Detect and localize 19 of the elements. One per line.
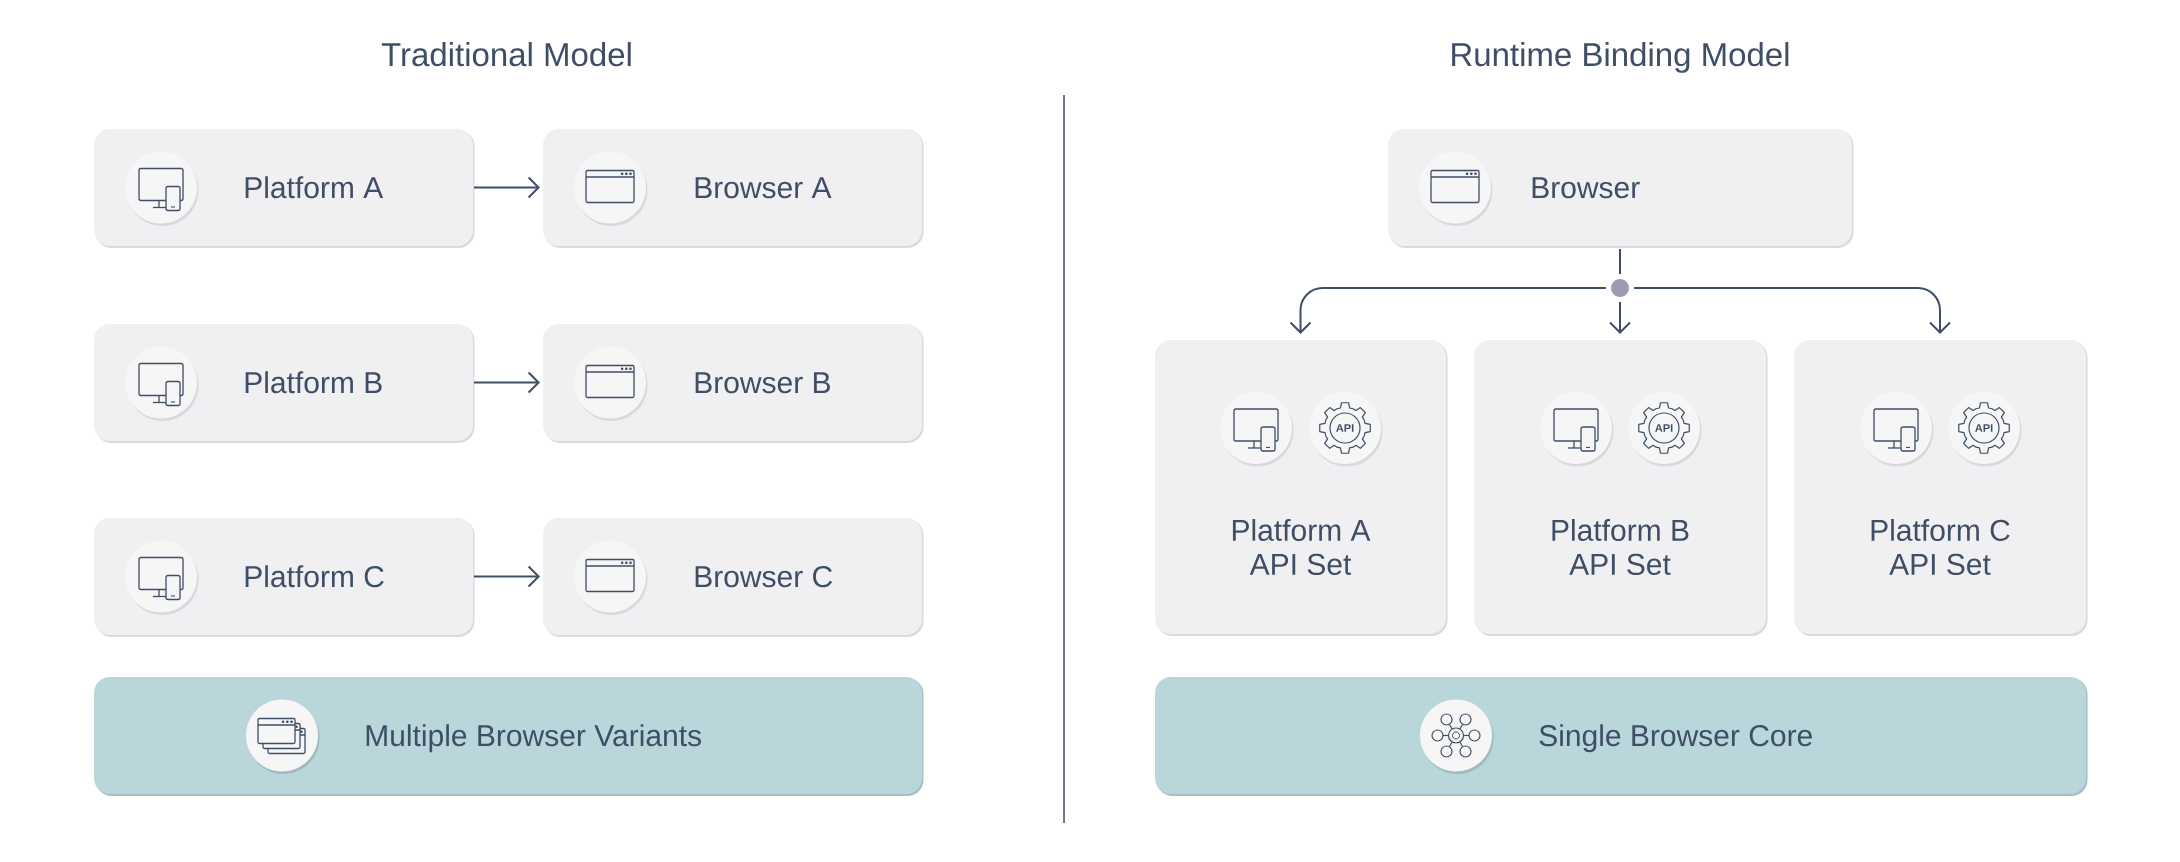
branch-arrow: [1609, 301, 1631, 334]
branch-arrow: [1633, 287, 1951, 334]
process-box: Browser B: [543, 324, 924, 443]
process-box: Platform B: [94, 324, 475, 443]
banner-box: Multiple Browser Variants: [94, 677, 924, 796]
junction-dot: [1611, 279, 1629, 297]
connector-line: [1619, 248, 1621, 275]
arrow: [473, 565, 540, 588]
process-box: Browser: [1388, 129, 1854, 248]
branch-arrow: [1289, 287, 1607, 334]
banner-box: Single Browser Core: [1155, 677, 2088, 796]
process-box: Browser A: [543, 129, 924, 248]
section-title: Traditional Model: [381, 42, 631, 67]
process-box: Platform A: [94, 129, 475, 248]
arrow: [473, 371, 540, 394]
process-box: Platform C: [94, 518, 475, 637]
section-title: Runtime Binding Model: [1452, 42, 1789, 73]
process-box: Browser C: [543, 518, 924, 637]
arrow: [473, 176, 540, 199]
